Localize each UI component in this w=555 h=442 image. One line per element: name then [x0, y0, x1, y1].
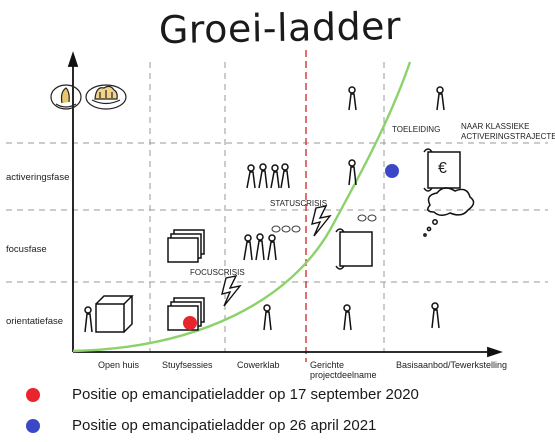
person-icon	[436, 86, 445, 111]
focuscrisis-label: FOCUSCRISIS	[190, 268, 245, 277]
toeleiding-label: TOELEIDING	[392, 125, 441, 134]
handshake-icon	[271, 214, 377, 233]
statuscrisis-label: STATUSCRISIS	[270, 199, 328, 208]
blue-position-point	[385, 164, 399, 178]
person-figures	[84, 86, 445, 333]
grid-lines	[6, 62, 548, 352]
level-label-orientatie: orientatiefase	[6, 316, 64, 327]
legend-red-marker	[26, 387, 40, 402]
currency-symbol: €	[438, 160, 447, 177]
stack-icon	[167, 229, 205, 263]
person-icon	[431, 302, 440, 329]
legend-item-red: Positie op emancipatieladder op 17 septe…	[26, 386, 419, 403]
person-icon	[348, 86, 357, 111]
legend-blue-marker	[26, 418, 40, 433]
level-label-activering: activeringsfase	[6, 172, 70, 183]
stack-icon	[167, 297, 205, 331]
growth-curve	[72, 61, 412, 353]
person-icon	[348, 159, 357, 186]
lightning-icons	[221, 205, 332, 307]
legend-red-label: Positie op emancipatieladder op 17 septe…	[72, 386, 419, 403]
lightning-icon	[221, 275, 242, 307]
lightning-icon	[311, 205, 332, 237]
category-label-basisaanbod: Basisaanbod/Tewerkstelling	[396, 360, 508, 370]
sprout-plate-icon	[50, 84, 82, 110]
legend-blue-label: Positie op emancipatieladder op 26 april…	[72, 417, 377, 434]
legend-item-blue: Positie op emancipatieladder op 26 april…	[26, 417, 376, 434]
axes	[67, 51, 503, 358]
bread-plate-icon	[85, 84, 127, 110]
person-icon	[343, 304, 352, 331]
category-label-open-huis: Open huis	[98, 360, 140, 370]
cube-icon	[95, 295, 134, 333]
person-group-icon	[243, 233, 277, 261]
category-label-stuyfsessies: Stuyfsessies	[162, 360, 213, 370]
red-position-point	[183, 316, 197, 330]
box-icons	[95, 148, 475, 333]
scroll-icon	[335, 228, 373, 270]
klassieke-trajecten-label: NAAR KLASSIEKE ACTIVERINGSTRAJECTEN	[461, 122, 555, 141]
level-label-focus: focusfase	[6, 244, 47, 255]
category-label-gerichte-projectdeelname: Gerichte projectdeelname	[310, 360, 377, 380]
category-label-cowerklab: Cowerklab	[237, 360, 280, 370]
person-group-icon	[246, 163, 290, 189]
thought-cloud-icon	[423, 187, 475, 237]
person-icon	[263, 304, 272, 331]
person-icon	[84, 306, 93, 333]
